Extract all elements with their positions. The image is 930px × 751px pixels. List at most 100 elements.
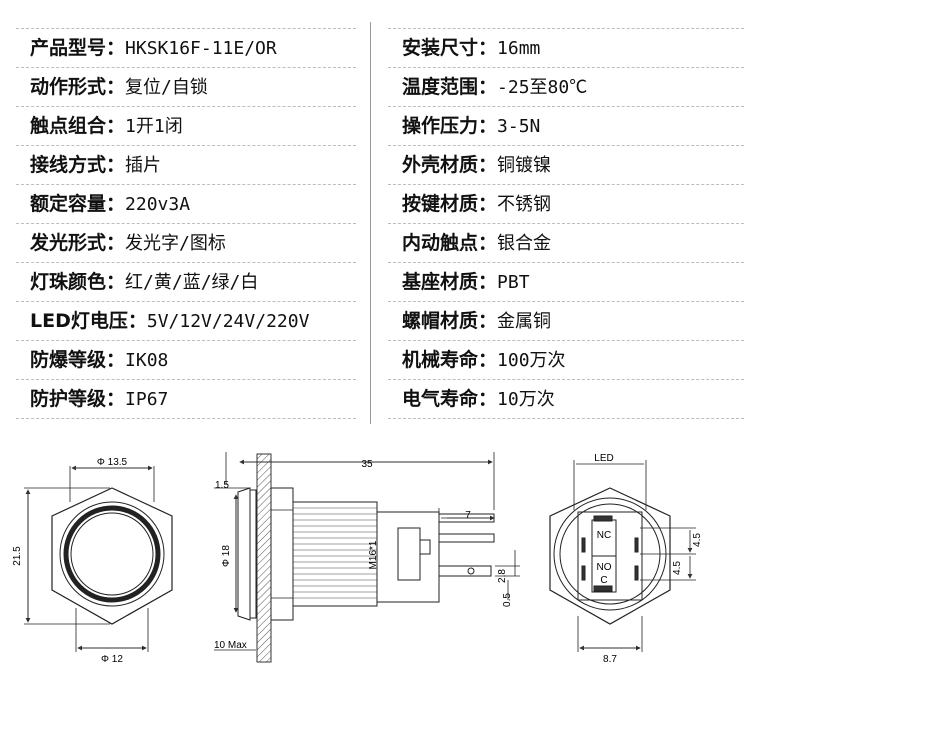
spec-value: 金属铜 xyxy=(497,311,552,332)
spec-value: IK08 xyxy=(125,350,169,371)
spec-label: 螺帽材质： xyxy=(402,310,498,332)
spec-row: 发光形式：发光字/图标 xyxy=(16,224,356,263)
hex-nut-outline xyxy=(51,487,173,625)
spec-row: 外壳材质：铜镀镍 xyxy=(388,146,744,185)
spec-label: 电气寿命： xyxy=(402,388,498,410)
spec-value: HKSK16F-11E/OR xyxy=(125,38,277,59)
dim-back-width: 8.7 xyxy=(603,654,617,665)
spec-table: 产品型号：HKSK16F-11E/OR 动作形式：复位/自锁 触点组合：1开1闭… xyxy=(16,22,744,424)
terminal-block xyxy=(577,511,643,601)
terminal-tab xyxy=(438,565,492,577)
back-hex-outline xyxy=(549,487,671,625)
spec-row: 基座材质：PBT xyxy=(388,263,744,302)
spec-value: -25至80℃ xyxy=(497,77,588,98)
spec-row: 温度范围：-25至80℃ xyxy=(388,68,744,107)
button-head xyxy=(237,487,251,621)
dim-back-lower: 4.5 xyxy=(672,561,683,575)
spec-value: 16mm xyxy=(497,38,541,59)
nc-label: NC xyxy=(597,530,611,541)
dim-side-flange: 1.5 xyxy=(215,480,229,491)
spec-label: 外壳材质： xyxy=(402,154,498,176)
spec-value: PBT xyxy=(497,272,530,293)
mounting-panel xyxy=(256,453,272,663)
spec-column-left: 产品型号：HKSK16F-11E/OR 动作形式：复位/自锁 触点组合：1开1闭… xyxy=(16,28,356,419)
spec-row: 防护等级：IP67 xyxy=(16,380,356,419)
technical-drawing: Φ 13.5 Φ 12 21.5 xyxy=(12,452,703,665)
dim-side-pin: 2.8 xyxy=(497,569,508,583)
spec-row: 灯珠颜色：红/黄/蓝/绿/白 xyxy=(16,263,356,302)
spec-row: 额定容量：220v3A xyxy=(16,185,356,224)
spec-label: 接线方式： xyxy=(30,154,126,176)
dim-front-bottom: Φ 12 xyxy=(101,654,123,665)
spec-row: 安装尺寸：16mm xyxy=(388,28,744,68)
spec-value: 铜镀镍 xyxy=(497,155,552,176)
spec-label: 机械寿命： xyxy=(402,349,498,371)
thread-label: M16*1 xyxy=(368,540,379,569)
spec-row: 按键材质：不锈钢 xyxy=(388,185,744,224)
dim-front-left: 21.5 xyxy=(12,546,23,566)
spec-row: LED灯电压：5V/12V/24V/220V xyxy=(16,302,356,341)
spec-row: 操作压力：3-5N xyxy=(388,107,744,146)
column-divider xyxy=(370,22,371,424)
no-label: NO xyxy=(597,562,612,573)
spec-value: 银合金 xyxy=(497,233,552,254)
switch-base xyxy=(376,511,440,603)
side-view xyxy=(214,452,520,663)
bezel-flange xyxy=(249,489,257,619)
spec-value: 3-5N xyxy=(497,116,541,137)
dim-side-tab: 7 xyxy=(465,510,471,521)
dim-side-max: 10 Max xyxy=(214,640,247,651)
bezel-outer xyxy=(59,501,165,607)
spec-label: LED灯电压： xyxy=(30,310,147,332)
spec-row: 接线方式：插片 xyxy=(16,146,356,185)
spec-value: 10万次 xyxy=(497,389,555,410)
spec-label: 按键材质： xyxy=(402,193,498,215)
spec-row: 螺帽材质：金属铜 xyxy=(388,302,744,341)
spec-label: 防爆等级： xyxy=(30,349,126,371)
dim-front-top: Φ 13.5 xyxy=(97,457,128,468)
spec-value: 不锈钢 xyxy=(497,194,552,215)
spec-label: 动作形式： xyxy=(30,76,126,98)
button-face xyxy=(70,512,154,596)
spec-label: 产品型号： xyxy=(30,37,126,59)
spec-label: 安装尺寸： xyxy=(402,37,498,59)
spec-label: 触点组合： xyxy=(30,115,126,137)
dim-back-upper: 4.5 xyxy=(692,533,703,547)
spec-row: 防爆等级：IK08 xyxy=(16,341,356,380)
spec-row: 机械寿命：100万次 xyxy=(388,341,744,380)
spec-value: 5V/12V/24V/220V xyxy=(146,311,310,332)
spec-value: 复位/自锁 xyxy=(125,77,208,98)
dim-side-diameter: Φ 18 xyxy=(221,545,232,567)
spec-row: 动作形式：复位/自锁 xyxy=(16,68,356,107)
c-label: C xyxy=(600,575,607,586)
spec-value: 1开1闭 xyxy=(125,116,183,137)
back-view xyxy=(549,460,696,652)
spec-label: 灯珠颜色： xyxy=(30,271,126,293)
spec-label: 额定容量： xyxy=(30,193,126,215)
dim-side-total: 35 xyxy=(361,459,373,470)
spec-label: 内动触点： xyxy=(402,232,498,254)
spec-value: IP67 xyxy=(125,389,169,410)
dimension-drawings: Φ 13.5 Φ 12 21.5 xyxy=(0,440,930,740)
spec-column-right: 安装尺寸：16mm 温度范围：-25至80℃ 操作压力：3-5N 外壳材质：铜镀… xyxy=(388,28,744,419)
spec-row: 电气寿命：10万次 xyxy=(388,380,744,419)
front-view xyxy=(24,465,173,652)
led-label: LED xyxy=(594,453,613,464)
spec-row: 触点组合：1开1闭 xyxy=(16,107,356,146)
spec-label: 温度范围： xyxy=(402,76,498,98)
spec-value: 100万次 xyxy=(497,350,566,371)
spec-label: 防护等级： xyxy=(30,388,126,410)
spec-label: 发光形式： xyxy=(30,232,126,254)
spec-label: 操作压力： xyxy=(402,115,498,137)
spec-value: 红/黄/蓝/绿/白 xyxy=(125,272,259,293)
spec-label: 基座材质： xyxy=(402,271,498,293)
spec-row: 产品型号：HKSK16F-11E/OR xyxy=(16,28,356,68)
spec-value: 220v3A xyxy=(125,194,191,215)
spec-row: 内动触点：银合金 xyxy=(388,224,744,263)
spec-value: 插片 xyxy=(125,155,162,176)
threaded-body xyxy=(292,501,378,607)
spec-value: 发光字/图标 xyxy=(125,233,226,254)
led-ring xyxy=(63,505,161,603)
terminal-tab xyxy=(438,533,495,543)
dim-side-pin-thickness: 0.5 xyxy=(502,593,513,607)
